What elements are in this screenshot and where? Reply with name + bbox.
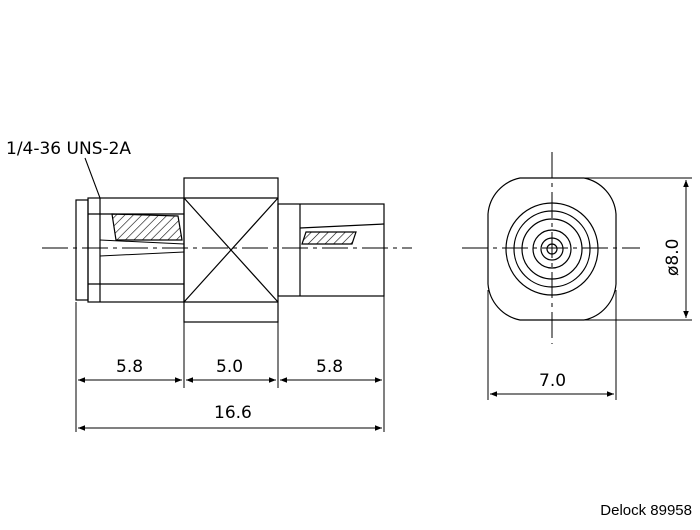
end-outline <box>487 177 617 321</box>
end-pin <box>546 243 558 255</box>
side-view <box>42 177 412 323</box>
left-flange <box>75 199 89 301</box>
side-dimensions <box>75 296 385 432</box>
end-view <box>462 152 640 344</box>
dim-overall-value: 16.6 <box>214 403 252 423</box>
right-thread-hatch <box>301 231 357 245</box>
left-thread-hatch <box>111 213 183 241</box>
end-ring-2 <box>513 210 591 288</box>
end-ring-5 <box>540 237 564 261</box>
thread-callout: 1/4-36 UNS-2A <box>6 139 131 199</box>
credit-label: Delock 89958 <box>600 502 692 519</box>
right-body <box>277 203 385 297</box>
dim-width-value: 7.0 <box>539 371 566 391</box>
end-ring-outer <box>505 202 599 296</box>
dim-right-value: 5.8 <box>316 357 343 377</box>
dim-middle-value: 5.0 <box>216 357 243 377</box>
thread-callout-label: 1/4-36 UNS-2A <box>6 139 131 159</box>
dim-left-value: 5.8 <box>116 357 143 377</box>
end-dimensions <box>487 177 692 400</box>
hex-cross-2 <box>183 197 279 303</box>
dim-diameter-value: ø8.0 <box>663 239 683 276</box>
end-ring-4 <box>532 229 572 269</box>
end-ring-3 <box>521 218 583 280</box>
